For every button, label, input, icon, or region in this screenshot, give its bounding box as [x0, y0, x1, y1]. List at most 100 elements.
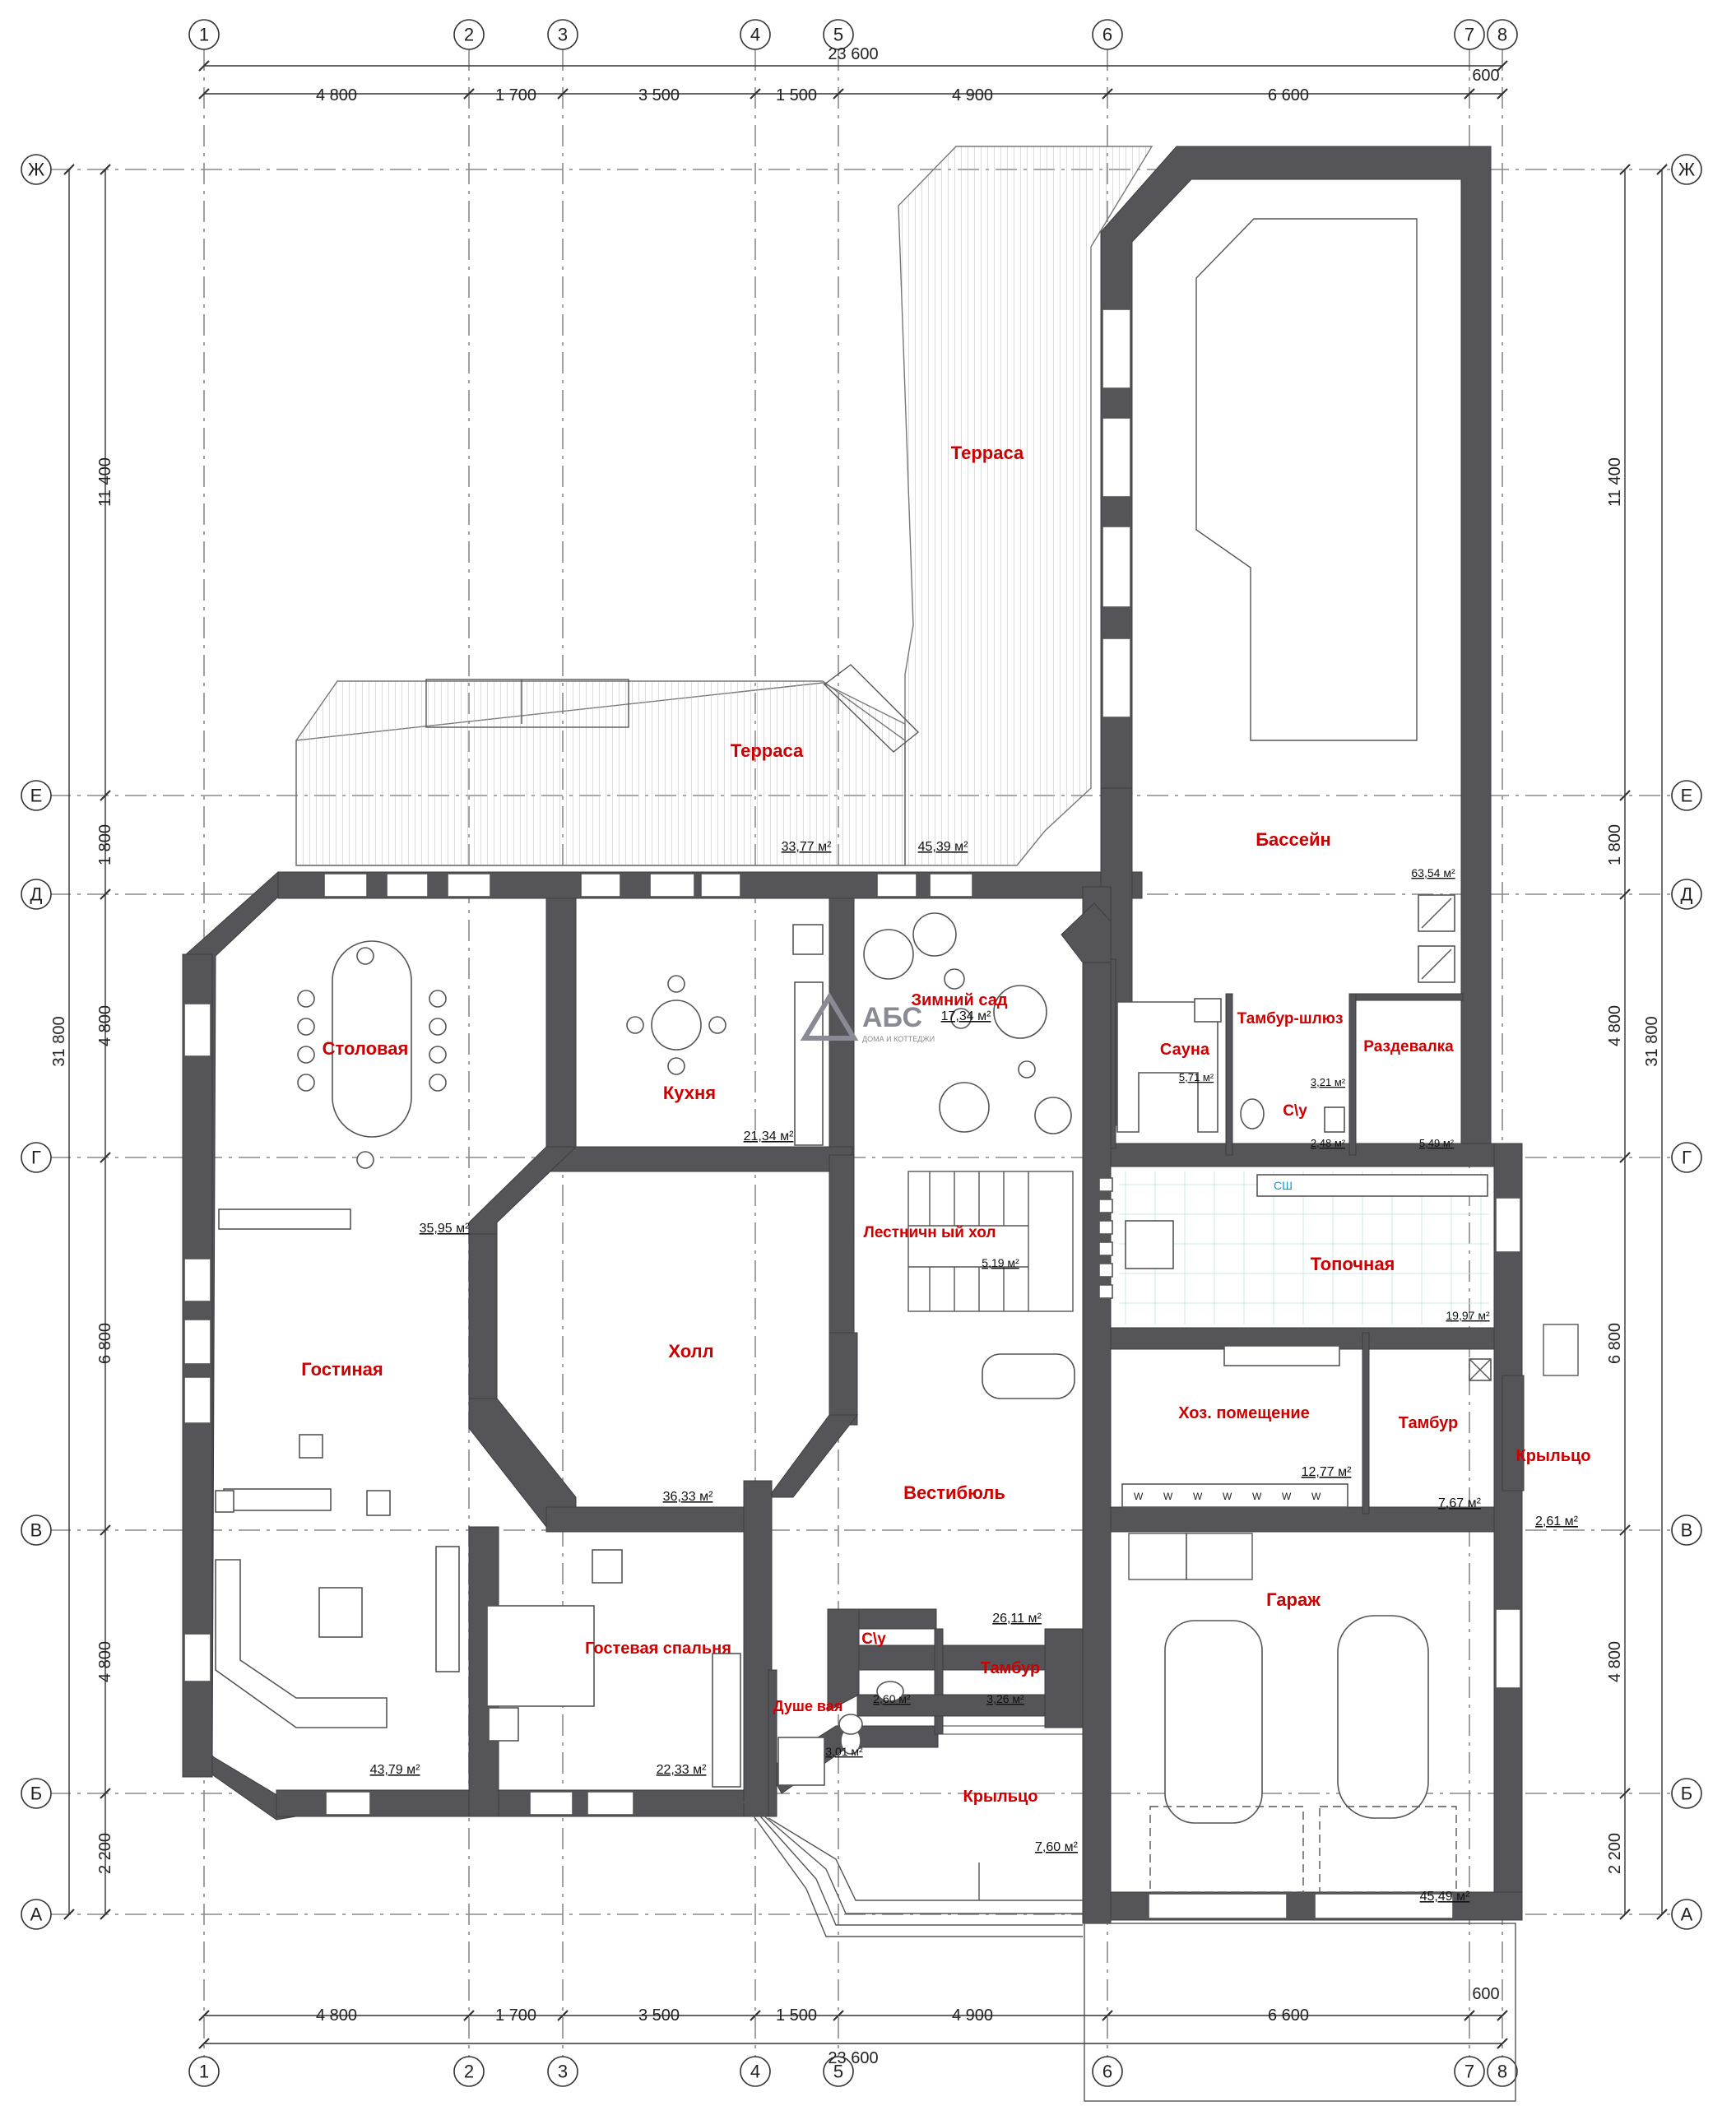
- windows: [183, 308, 1521, 1919]
- dimension-left: 31 800 11 400 1 800 4 800 6 800 4 800 2 …: [50, 164, 114, 1920]
- dim-top-total: 23 600: [828, 45, 878, 63]
- area-vestibule-main: 3,26 м²: [986, 1692, 1024, 1705]
- dim-top-seg-4: 1 500: [776, 86, 817, 104]
- svg-text:2: 2: [464, 25, 474, 45]
- room-name-living: Гостиная: [301, 1359, 383, 1380]
- svg-text:4: 4: [750, 2062, 760, 2082]
- svg-text:Г: Г: [31, 1148, 41, 1168]
- washer-mark-5: W: [1252, 1491, 1262, 1502]
- room-name-utility: Хоз. помещение: [1178, 1404, 1310, 1422]
- area-porch-main: 7,60 м²: [1035, 1840, 1079, 1854]
- svg-text:4: 4: [750, 25, 760, 45]
- row-marker-b: Б Б: [21, 1778, 1702, 1809]
- svg-text:3: 3: [558, 2062, 568, 2082]
- column-markers: 1 1 2 2 3 3 4 4 5 5 6 6 7 7 8 8: [188, 19, 1518, 2087]
- area-sauna: 5,71 м²: [1179, 1071, 1214, 1083]
- dim-left-seg-5: 4 800: [96, 1641, 114, 1682]
- washer-mark-2: W: [1163, 1491, 1173, 1502]
- room-name-kitchen: Кухня: [663, 1083, 716, 1103]
- bathroom-fixtures: [777, 1681, 904, 1786]
- row-marker-d: Д Д: [21, 879, 1702, 910]
- svg-text:6: 6: [1102, 25, 1112, 45]
- room-labels: Терраса Терраса Бассейн Столовая Кухня З…: [301, 443, 1590, 1806]
- dim-top-seg-7: 600: [1472, 67, 1499, 85]
- washer-mark-7: W: [1311, 1491, 1321, 1502]
- area-wc-main: 2,60 м²: [873, 1692, 911, 1705]
- dim-top-seg-1: 4 800: [316, 86, 357, 104]
- dim-right-seg-2: 1 800: [1606, 824, 1624, 865]
- area-shower: 3,01 м²: [825, 1745, 863, 1758]
- dim-bottom-ticks: [198, 2010, 1508, 2021]
- svg-text:Б: Б: [1681, 1784, 1692, 1804]
- svg-text:В: В: [30, 1520, 43, 1541]
- svg-text:А: А: [30, 1904, 43, 1925]
- area-lobby: 26,11 м²: [992, 1612, 1042, 1626]
- winter-garden-plants: [863, 912, 1072, 1134]
- utility-washers: W W W W W W W: [1121, 1345, 1492, 1508]
- living-furniture: [215, 1434, 460, 1728]
- area-kitchen: 21,34 м²: [744, 1130, 794, 1143]
- dim-right-seg-4: 6 800: [1606, 1323, 1624, 1364]
- room-name-porch-east: Крыльцо: [1516, 1447, 1590, 1465]
- area-hall: 36,33 м²: [663, 1490, 713, 1504]
- svg-text:Ж: Ж: [1678, 160, 1696, 180]
- dim-left-seg-6: 2 200: [96, 1833, 114, 1874]
- area-terrace-left: 33,77 м²: [782, 840, 832, 854]
- svg-text:3: 3: [558, 25, 568, 45]
- dim-bottom-seg-7: 600: [1472, 1985, 1499, 2003]
- dim-right-seg-1: 11 400: [1606, 457, 1624, 507]
- washer-mark-4: W: [1223, 1491, 1232, 1502]
- row-markers: Ж Ж Е Е Д Д Г Г В В Б Б А А: [21, 154, 1702, 1930]
- svg-text:7: 7: [1464, 2062, 1474, 2082]
- room-name-pool: Бассейн: [1256, 829, 1331, 850]
- dim-top-seg-2: 1 700: [495, 86, 536, 104]
- room-name-stair-hall: Лестничн ый хол: [864, 1224, 996, 1241]
- pool-basin: [1195, 218, 1455, 983]
- svg-text:5: 5: [833, 2062, 843, 2082]
- dimension-right: 11 400 1 800 4 800 6 800 4 800 2 200 31 …: [1606, 164, 1668, 1920]
- washer-mark-1: W: [1134, 1491, 1144, 1502]
- svg-text:Б: Б: [30, 1784, 42, 1804]
- area-boiler: 19,97 м²: [1446, 1309, 1490, 1322]
- dim-bottom-seg-1: 4 800: [316, 2006, 357, 2025]
- porch-steps: [736, 1324, 1579, 2102]
- dim-top-seg-5: 4 900: [952, 86, 993, 104]
- dim-bottom-seg-5: 4 900: [952, 2006, 993, 2025]
- hall-furniture: [982, 1353, 1075, 1399]
- room-name-wc-main: С\у: [861, 1631, 886, 1648]
- svg-text:6: 6: [1102, 2062, 1112, 2082]
- column-marker-8: 8 8: [1487, 19, 1518, 2087]
- row-marker-v: В В: [21, 1515, 1702, 1546]
- kitchen-furniture: [626, 924, 824, 1146]
- dim-top-ticks: [198, 88, 1508, 100]
- dim-left-seg-2: 1 800: [96, 824, 114, 865]
- room-name-dining: Столовая: [323, 1038, 409, 1059]
- room-name-guest-bedroom: Гостевая спальня: [585, 1640, 731, 1658]
- svg-text:Е: Е: [1681, 786, 1693, 806]
- washer-mark-6: W: [1282, 1491, 1292, 1502]
- dim-right-seg-6: 2 200: [1606, 1833, 1624, 1874]
- svg-text:1: 1: [199, 2062, 209, 2082]
- area-garage: 45,49 м²: [1420, 1890, 1470, 1904]
- washer-mark-3: W: [1193, 1491, 1203, 1502]
- area-airlock: 3,21 м²: [1311, 1076, 1346, 1088]
- svg-text:Д: Д: [1681, 884, 1693, 905]
- svg-text:А: А: [1681, 1904, 1693, 1925]
- dim-right-seg-3: 4 800: [1606, 1005, 1624, 1046]
- svg-text:В: В: [1681, 1520, 1693, 1541]
- column-marker-3: 3 3: [547, 19, 578, 2087]
- room-areas: 33,77 м² 45,39 м² 63,54 м² 35,95 м² 21,3…: [370, 840, 1579, 1904]
- bedroom-furniture: [486, 1549, 741, 1788]
- area-living: 43,79 м²: [370, 1763, 420, 1777]
- logo-subtitle: ДОМА И КОТТЕДЖИ: [862, 1035, 935, 1043]
- garage-cars: [1149, 1615, 1457, 1893]
- boiler-units: [1098, 1177, 1113, 1299]
- room-name-changing: Раздевалка: [1363, 1038, 1454, 1055]
- svg-text:8: 8: [1497, 2062, 1507, 2082]
- dining-furniture: [218, 940, 447, 1230]
- room-name-vestibule-east: Тамбур: [1399, 1414, 1459, 1432]
- svg-text:8: 8: [1497, 25, 1507, 45]
- column-marker-4: 4 4: [740, 19, 771, 2087]
- row-marker-zh: Ж Ж: [21, 154, 1702, 185]
- column-marker-1: 1 1: [188, 19, 220, 2087]
